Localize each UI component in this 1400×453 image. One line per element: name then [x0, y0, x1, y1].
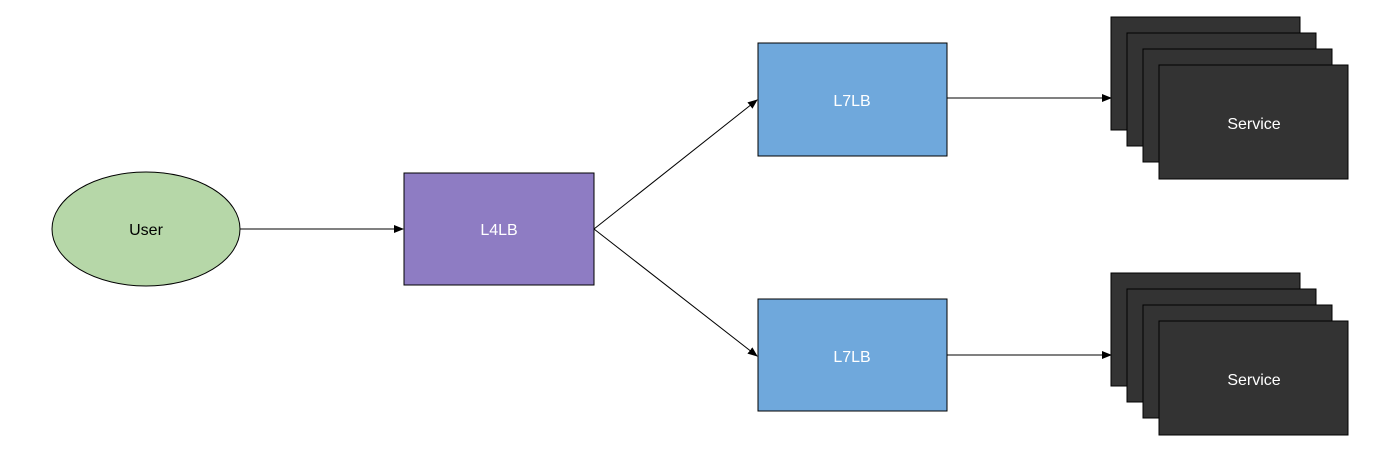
l7lb-top-label: L7LB [833, 93, 870, 110]
user-shape [51, 171, 241, 287]
edge-l4lb-to-l7lb-bottom [593, 228, 758, 357]
l7lb-bottom-shape [757, 298, 948, 412]
service-bottom-label: Service [1227, 372, 1280, 389]
edge-l4lb-to-l7lb-top [593, 99, 758, 230]
l4lb-label: L4LB [480, 222, 517, 239]
user-label: User [129, 222, 163, 239]
service-bottom-card-4 [1158, 320, 1349, 436]
l7lb-top-node[interactable]: L7LB [757, 42, 948, 157]
l7lb-top-shape [757, 42, 948, 157]
service-top-label: Service [1227, 116, 1280, 133]
l4lb-shape [403, 172, 595, 286]
l4lb-node[interactable]: L4LB [403, 172, 595, 286]
service-top-card-4 [1158, 64, 1349, 180]
service-stack-top[interactable]: Service [1110, 16, 1349, 180]
l7lb-bottom-label: L7LB [833, 349, 870, 366]
service-stack-bottom[interactable]: Service [1110, 272, 1349, 436]
l7lb-bottom-node[interactable]: L7LB [757, 298, 948, 412]
user-node[interactable]: User [51, 171, 241, 287]
